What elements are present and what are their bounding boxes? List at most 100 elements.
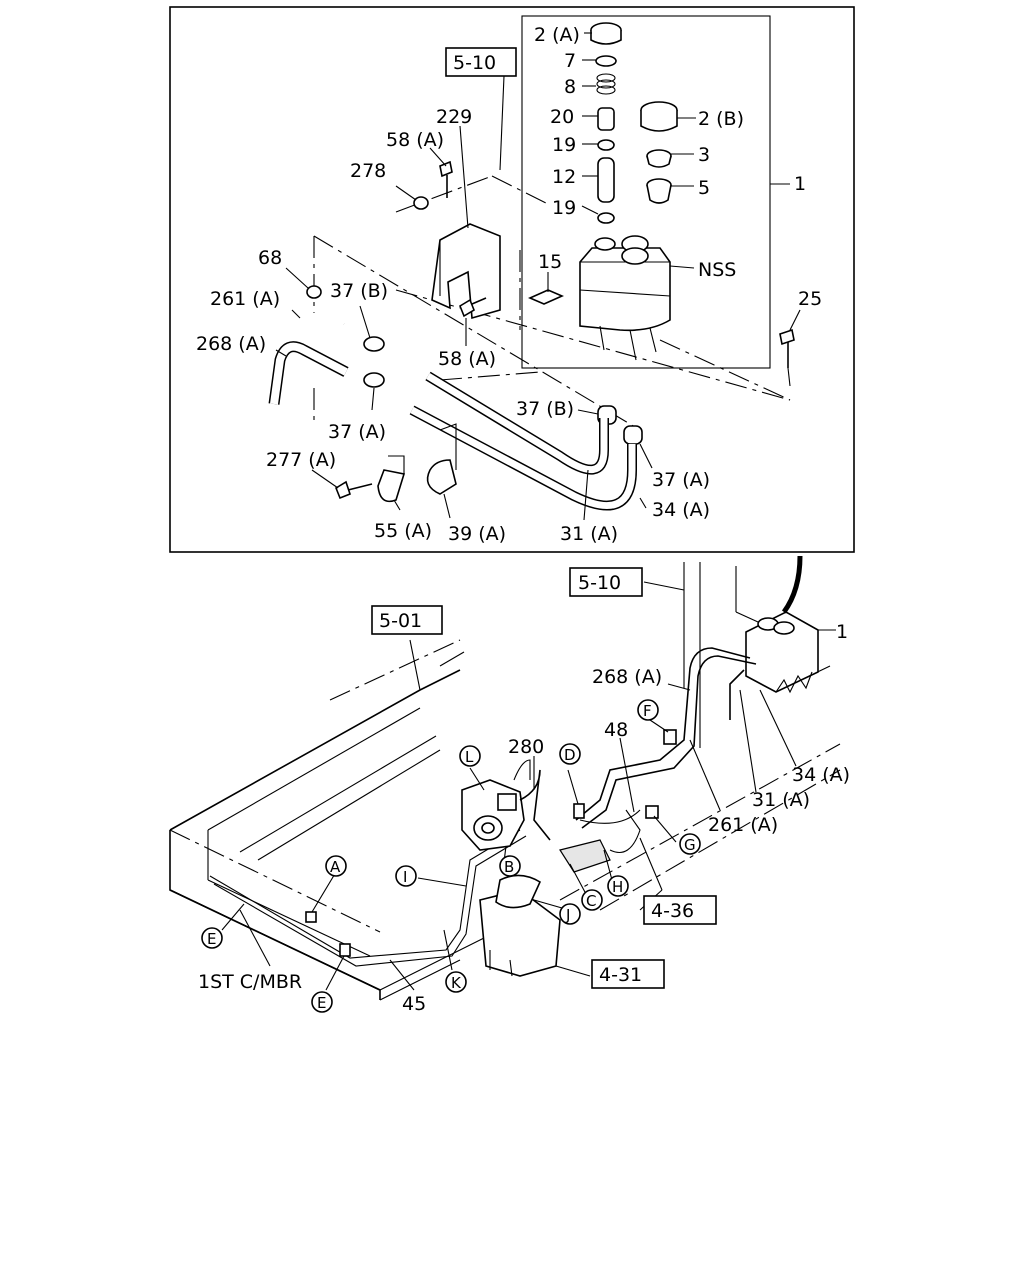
reservoir-bottom-part [745, 555, 819, 694]
circle-letter-h: H [607, 875, 629, 897]
label-1st-crossmember: 1ST C/MBR [198, 971, 302, 993]
callout-25: 25 [798, 288, 822, 310]
hose-268a-part [268, 341, 349, 405]
callout-1-top: 1 [794, 173, 806, 195]
circle-letter-k: K [445, 971, 467, 993]
callout-nss: NSS [698, 259, 736, 281]
pump-280-part [461, 759, 551, 851]
top-panel-frame [169, 6, 855, 553]
clamp-39a-part [426, 459, 457, 495]
callout-2b: 2 (B) [698, 108, 744, 130]
callout-58a-top: 58 (A) [386, 129, 444, 151]
ref-5-10-top-label: 5-10 [453, 52, 496, 74]
callout-261a-top: 261 (A) [210, 288, 280, 310]
callout-55a: 55 (A) [374, 520, 432, 542]
spring-8-part [596, 73, 616, 95]
svg-text:E: E [317, 994, 326, 1012]
hose-routing-lines [209, 647, 757, 967]
circle-letter-e2: E [311, 991, 333, 1013]
callout-58a-mid: 58 (A) [438, 348, 496, 370]
circle-letter-a: A [325, 855, 347, 877]
callout-261a-bottom: 261 (A) [708, 814, 778, 836]
callout-37b-right: 37 (B) [516, 398, 574, 420]
ref-box-4-36[interactable] [643, 895, 717, 925]
bracket-15-part [528, 289, 564, 305]
svg-text:J: J [565, 906, 570, 924]
clip-37a-right-part [623, 425, 643, 445]
ref-4-36-label: 4-36 [651, 900, 694, 922]
seal-7-part [595, 55, 617, 67]
bolt-58a-mid-part [459, 297, 487, 318]
clamp-55a-part [377, 455, 406, 503]
callout-68: 68 [258, 247, 282, 269]
callout-34a-top: 34 (A) [652, 499, 710, 521]
pipe-34a-part [409, 405, 637, 511]
svg-text:F: F [643, 702, 652, 720]
strainer-3-part [646, 149, 672, 168]
nut-278-part [413, 196, 429, 210]
callout-277a: 277 (A) [266, 449, 336, 471]
svg-text:L: L [465, 748, 474, 766]
callout-278: 278 [350, 160, 386, 182]
callout-45: 45 [402, 993, 426, 1015]
callout-31a-bottom: 31 (A) [752, 789, 810, 811]
bracket-229-part [431, 223, 501, 320]
circle-letter-f: F [637, 699, 659, 721]
callout-37a-right: 37 (A) [652, 469, 710, 491]
frame-rail-lines [329, 639, 465, 701]
svg-text:I: I [403, 868, 407, 886]
line-clip-d [573, 803, 585, 819]
svg-text:D: D [564, 746, 576, 764]
circle-letter-c: C [581, 889, 603, 911]
svg-text:H: H [612, 878, 623, 896]
circle-letter-b: B [499, 855, 521, 877]
line-clip-f [663, 729, 677, 745]
callout-12: 12 [552, 166, 576, 188]
callout-31a-top: 31 (A) [560, 523, 618, 545]
filter-5-part [646, 178, 672, 204]
callout-8: 8 [564, 76, 576, 98]
bolt-25-part [779, 328, 795, 387]
ring-19a-part [597, 139, 615, 151]
bolt-277a-part [335, 480, 373, 500]
ref-box-5-10-top[interactable] [445, 47, 517, 77]
ref-box-5-10-bottom[interactable] [569, 567, 643, 597]
callout-19b: 19 [552, 197, 576, 219]
circle-letter-j: J [559, 903, 581, 925]
cap-2b-part [640, 101, 678, 132]
line-clip-a [305, 911, 317, 923]
callout-268a-top: 268 (A) [196, 333, 266, 355]
line-clip-g [645, 805, 659, 819]
callout-2a: 2 (A) [534, 24, 580, 46]
circle-letter-e1: E [201, 927, 223, 949]
callout-268a-bottom: 268 (A) [592, 666, 662, 688]
callout-34a-bottom: 34 (A) [792, 764, 850, 786]
svg-text:A: A [330, 858, 341, 876]
callout-39a: 39 (A) [448, 523, 506, 545]
svg-text:E: E [207, 930, 216, 948]
ref-4-31-label: 4-31 [599, 964, 642, 986]
clip-37a-left-part [363, 372, 385, 388]
callout-1-bottom: 1 [836, 621, 848, 643]
circle-letter-i: I [395, 865, 417, 887]
ref-box-5-01[interactable] [371, 605, 443, 635]
ref-5-10-bottom-label: 5-10 [578, 572, 621, 594]
circle-letter-d: D [559, 743, 581, 765]
circle-letter-l: L [459, 745, 481, 767]
cap-2a-part [590, 22, 622, 45]
ring-19b-part [597, 212, 615, 224]
clip-37b-left-part [363, 336, 385, 352]
reservoir-tank-part [579, 235, 671, 361]
ref-box-4-31[interactable] [591, 959, 665, 989]
pipe-12-part [597, 157, 615, 203]
callout-15: 15 [538, 251, 562, 273]
callout-48: 48 [604, 719, 628, 741]
callout-20: 20 [550, 106, 574, 128]
reservoir-subassembly-frame [521, 15, 771, 369]
callout-280: 280 [508, 736, 544, 758]
svg-text:C: C [586, 892, 596, 910]
plug-20-part [597, 107, 615, 131]
callout-37b-left: 37 (B) [330, 280, 388, 302]
chassis-frame [169, 669, 841, 1001]
circle-letter-g: G [679, 833, 701, 855]
